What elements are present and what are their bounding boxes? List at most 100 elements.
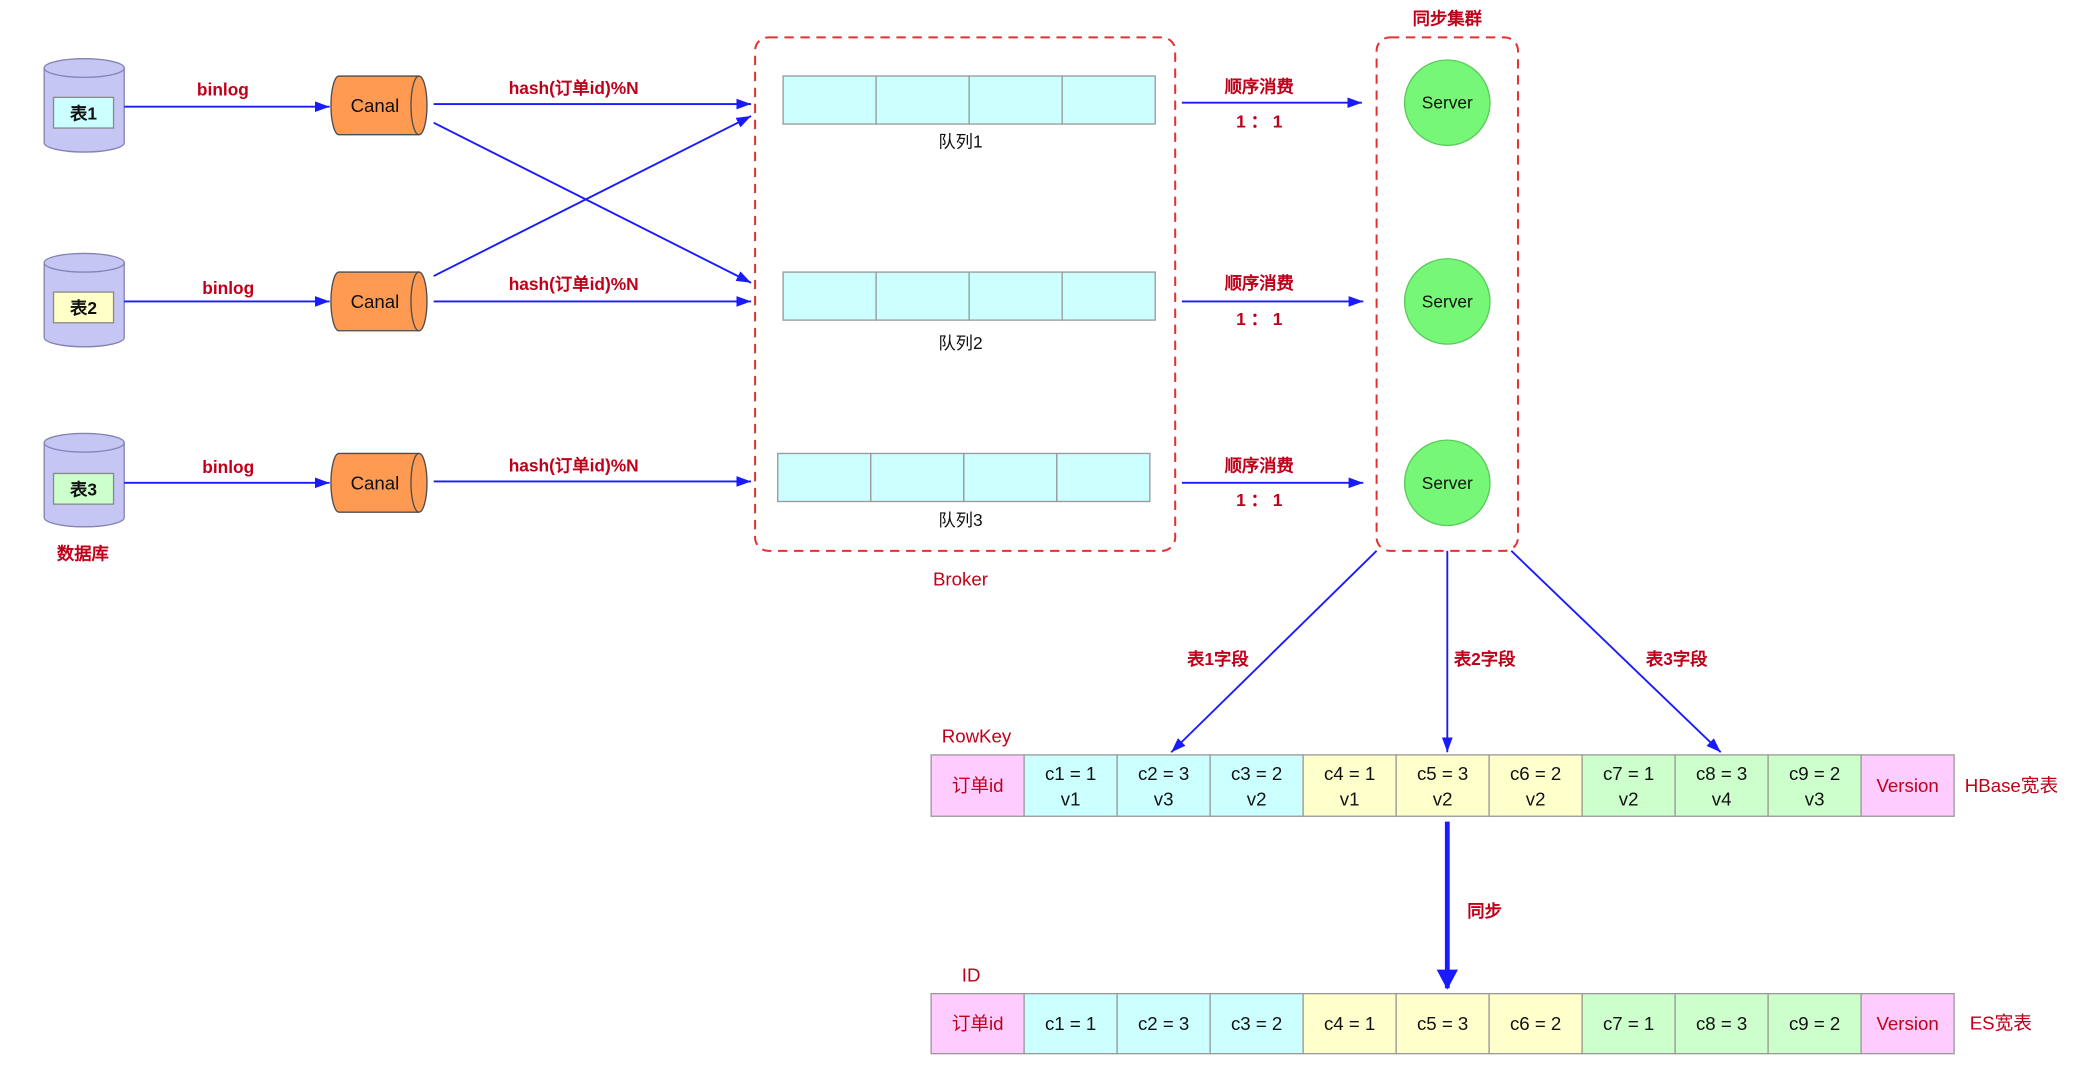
cell-background	[1116, 754, 1211, 817]
cell-value: c1 = 1	[1045, 1013, 1096, 1034]
binlog-label: binlog	[197, 79, 249, 99]
cell-background	[1674, 754, 1769, 817]
broker-label: Broker	[933, 568, 988, 589]
es-table-cell: c8 = 3	[1674, 992, 1769, 1055]
pipeline-row-2: 表2 binlog Canal hash(订单id)%N 队列2 顺序消费 1 …	[43, 252, 1491, 353]
cell-value: c4 = 1	[1324, 763, 1375, 784]
server-label: Server	[1422, 93, 1473, 113]
table-label: 表2	[69, 298, 97, 318]
cell-background	[930, 992, 1025, 1055]
hbase-table-cell: c2 = 3 v3	[1116, 754, 1211, 817]
hbase-table-cell: c8 = 3 v4	[1674, 754, 1769, 817]
cell-background	[1767, 992, 1862, 1055]
broker-box	[754, 36, 1177, 552]
cell-version: v3	[1154, 788, 1174, 809]
pipeline-row-1: 表1 binlog Canal hash(订单id)%N 队列1 顺序消费 1 …	[43, 58, 1491, 153]
consume-mode-label: 顺序消费	[1225, 455, 1294, 475]
server-node	[1403, 59, 1491, 147]
cylinder-top	[43, 432, 125, 453]
cell-version: v1	[1340, 788, 1360, 809]
hbase-table-title: HBase宽表	[1965, 775, 2059, 796]
queue	[782, 75, 1156, 125]
cell-version: v2	[1247, 788, 1267, 809]
cell-background	[1302, 754, 1397, 817]
cell-value: Version	[1876, 1013, 1938, 1034]
cell-value: c8 = 3	[1696, 763, 1747, 784]
cell-background	[1488, 754, 1583, 817]
cell-background	[1209, 754, 1304, 817]
sync-label: 同步	[1467, 901, 1502, 921]
server-node	[1403, 258, 1491, 345]
table-label-box	[52, 291, 115, 324]
cell-value: 订单id	[952, 775, 1004, 796]
hbase-table-cell: c9 = 2v3	[1767, 754, 1862, 817]
cell-version: v3	[1805, 788, 1825, 809]
pipeline-row-3: 表3 binlog Canal hash(订单id)%N 队列3 顺序消费 1 …	[43, 432, 1491, 530]
cross-arrow-canal2-to-queue1	[433, 115, 752, 277]
binlog-label: binlog	[202, 457, 254, 477]
canal-cylinder-icon	[330, 452, 428, 513]
cell-version: v4	[1712, 788, 1732, 809]
es-table-cell: c1 = 1	[1023, 992, 1118, 1055]
hash-label: hash(订单id)%N	[509, 455, 639, 475]
field-label-table1: 表1字段	[1186, 649, 1249, 669]
cylinder-top	[43, 58, 125, 79]
hash-label: hash(订单id)%N	[509, 274, 639, 294]
consume-ratio-label: 1 ： 1	[1236, 309, 1283, 329]
hash-label: hash(订单id)%N	[509, 78, 639, 98]
hbase-key-label: RowKey	[942, 726, 1012, 747]
canal-cylinder-icon	[330, 75, 428, 136]
sync-cluster-label: 同步集群	[1413, 9, 1483, 29]
canal-label: Canal	[351, 472, 400, 493]
hbase-table-cell: c7 = 1v2	[1581, 754, 1676, 817]
cell-value: c7 = 1	[1603, 1013, 1654, 1034]
canal-face	[410, 75, 420, 136]
es-table-cell: c7 = 1	[1581, 992, 1676, 1055]
cell-value: c9 = 2	[1789, 1013, 1840, 1034]
canal-face	[410, 452, 420, 513]
hbase-table-cell: c4 = 1 v1	[1302, 754, 1397, 817]
cell-background	[1860, 754, 1955, 817]
consume-mode-label: 顺序消费	[1225, 77, 1294, 97]
es-table-title: ES宽表	[1970, 1012, 2033, 1033]
canal-cylinder-icon	[330, 271, 428, 332]
cell-value: c6 = 2	[1510, 763, 1561, 784]
table-label: 表1	[69, 103, 97, 123]
es-table-cell: c2 = 3	[1116, 992, 1211, 1055]
cell-background	[1209, 992, 1304, 1055]
field-label-table2: 表2字段	[1453, 649, 1516, 669]
queue-cell	[968, 75, 1063, 125]
consume-mode-label: 顺序消费	[1225, 273, 1294, 293]
table-label-box	[52, 472, 115, 505]
cylinder-top	[43, 252, 125, 273]
cell-value: Version	[1876, 775, 1938, 796]
cell-version: v1	[1061, 788, 1081, 809]
cell-background	[1767, 754, 1862, 817]
es-table-cell: c4 = 1	[1302, 992, 1397, 1055]
queue-cell	[1061, 75, 1156, 125]
field-label-table3: 表3字段	[1645, 649, 1708, 669]
queue-cell	[1056, 452, 1151, 503]
cell-value: c5 = 3	[1417, 763, 1468, 784]
table-label: 表3	[69, 479, 97, 499]
queue-cell	[875, 271, 970, 321]
cell-value: c2 = 3	[1138, 763, 1189, 784]
cell-value: c5 = 3	[1417, 1013, 1468, 1034]
es-table-cell: c5 = 3	[1395, 992, 1490, 1055]
consume-ratio-label: 1 ： 1	[1236, 111, 1283, 131]
queue-cell	[782, 271, 877, 321]
hbase-table-cell: c5 = 3v2	[1395, 754, 1490, 817]
canal-face	[410, 271, 420, 332]
cell-value: c1 = 1	[1045, 763, 1096, 784]
consume-ratio-label: 1 ： 1	[1236, 490, 1283, 510]
hbase-table-cell: Version	[1860, 754, 1955, 817]
es-key-label: ID	[962, 964, 981, 985]
queue-label: 队列3	[938, 510, 982, 530]
cell-value: c6 = 2	[1510, 1013, 1561, 1034]
cross-arrow-canal1-to-queue2	[433, 121, 752, 284]
table-label-box	[52, 96, 115, 129]
server-node	[1403, 439, 1491, 527]
field-arrow-table1	[1170, 550, 1378, 753]
hbase-table-cell: 订单id	[930, 754, 1025, 817]
